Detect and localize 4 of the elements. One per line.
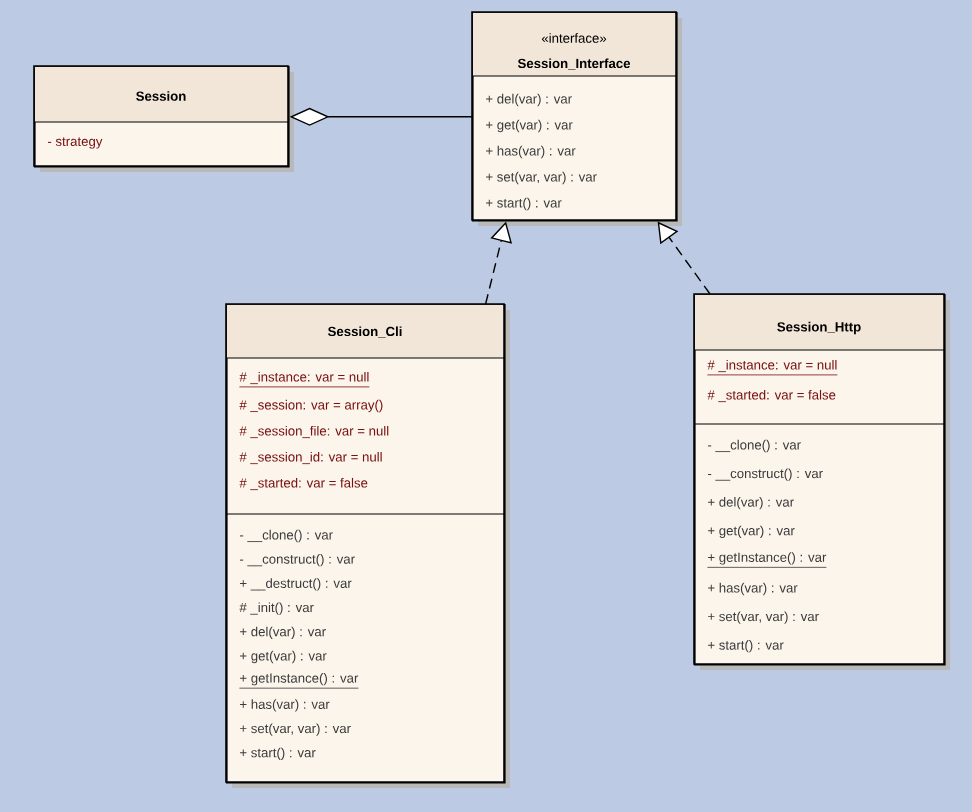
class-box	[225, 303, 510, 788]
class-box	[471, 11, 682, 226]
class-box	[693, 293, 950, 670]
class-box	[33, 65, 294, 172]
